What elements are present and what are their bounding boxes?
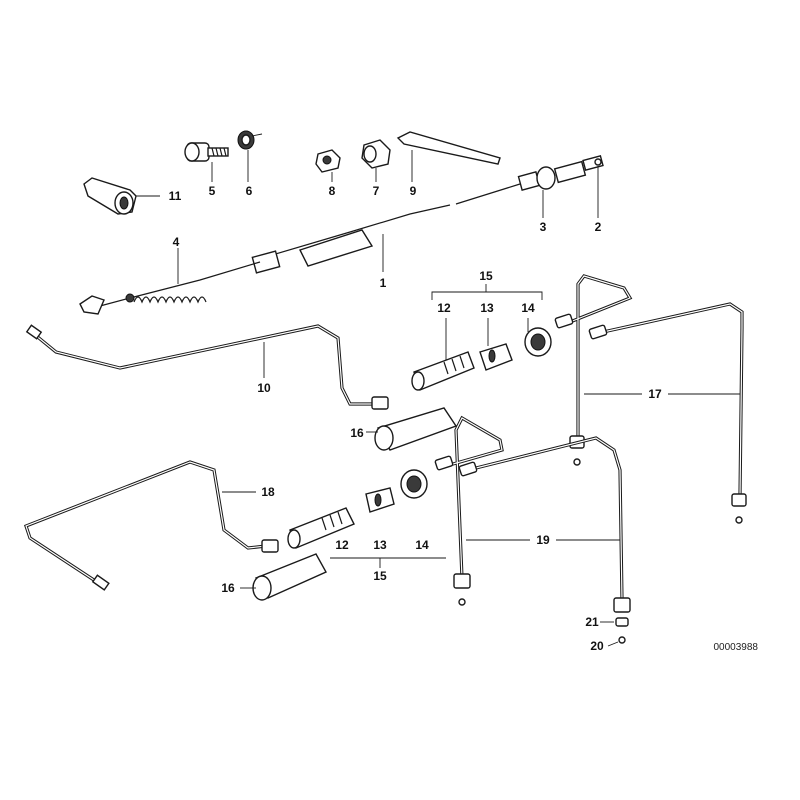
part-17-upper-line-b — [588, 302, 747, 524]
callout-15-lower: 15 — [373, 569, 387, 583]
callout-13-lower: 13 — [373, 538, 387, 552]
callout-17: 17 — [648, 387, 662, 401]
callout-9: 9 — [410, 184, 417, 198]
part-9-cable-strap — [396, 131, 501, 182]
part-3-adjuster — [455, 160, 587, 218]
callout-20: 20 — [590, 639, 604, 653]
callout-6: 6 — [246, 184, 253, 198]
part-6-nut — [237, 130, 263, 182]
callout-15-upper: 15 — [479, 269, 493, 283]
callout-16-upper: 16 — [350, 426, 364, 440]
part-7-sleeve — [361, 139, 391, 182]
part-13-bushing-lower — [365, 487, 395, 513]
callout-1: 1 — [380, 276, 387, 290]
part-18-lower-line — [24, 460, 279, 591]
part-13-bushing-upper — [479, 343, 513, 371]
drawing-reference-number: 00003988 — [714, 642, 759, 653]
part-11-rubber-boot — [83, 177, 160, 215]
callout-14-upper: 14 — [521, 301, 535, 315]
part-14-ring-upper — [524, 327, 552, 357]
callout-7: 7 — [373, 184, 380, 198]
callout-12-lower: 12 — [335, 538, 349, 552]
group-15-upper — [431, 284, 543, 364]
part-14-ring-lower — [400, 469, 428, 499]
part-4-return-spring — [79, 248, 261, 315]
part-21-washer — [600, 617, 629, 627]
callout-12-upper: 12 — [437, 301, 451, 315]
part-10-brake-line — [25, 324, 389, 410]
callout-2: 2 — [595, 220, 602, 234]
part-5-bolt — [184, 142, 229, 182]
callout-14-lower: 14 — [415, 538, 429, 552]
callout-8: 8 — [329, 184, 336, 198]
part-2-clevis — [582, 154, 604, 218]
callout-3: 3 — [540, 220, 547, 234]
part-19-lower-line-b — [458, 436, 631, 613]
callout-5: 5 — [209, 184, 216, 198]
part-8-bushing — [315, 149, 341, 182]
part-20-screw — [607, 636, 626, 647]
part-19-lower-line-a — [434, 415, 504, 606]
callout-16-lower: 16 — [221, 581, 235, 595]
part-17-upper-line-a — [554, 274, 633, 466]
callout-19: 19 — [536, 533, 550, 547]
part-12-grip-sleeve-lower — [287, 507, 355, 549]
callout-4: 4 — [173, 235, 180, 249]
callout-18: 18 — [261, 485, 275, 499]
part-1-throttle-cable — [251, 204, 451, 274]
callout-11: 11 — [169, 189, 182, 203]
part-16-grip-upper — [366, 407, 458, 451]
part-16-grip-lower — [240, 553, 327, 601]
group-15-lower — [330, 557, 446, 568]
callout-21: 21 — [585, 615, 599, 629]
callout-13-upper: 13 — [480, 301, 494, 315]
part-12-grip-sleeve-upper — [411, 351, 475, 391]
callout-10: 10 — [257, 381, 271, 395]
